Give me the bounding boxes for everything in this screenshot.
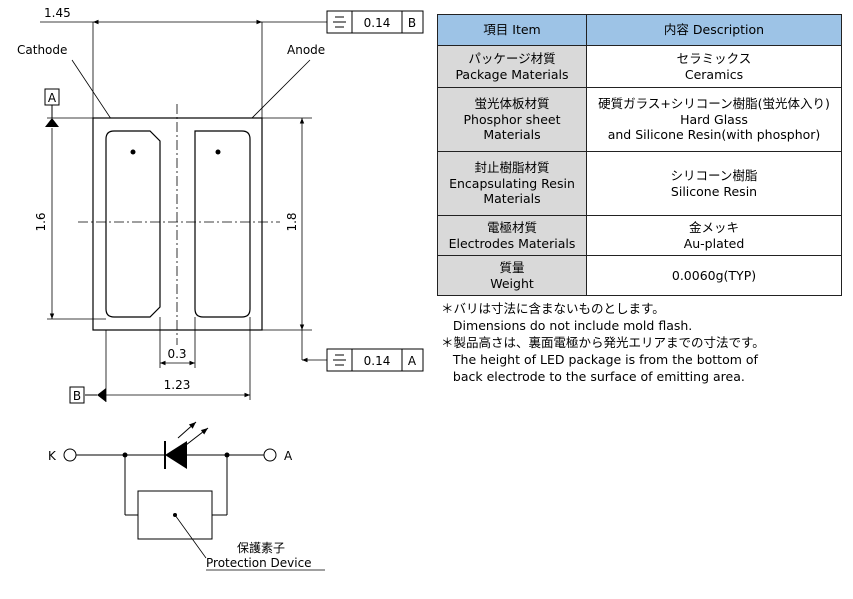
datum-a: A (44, 88, 60, 127)
row-value: 0.0060g(TYP) (586, 255, 842, 296)
note-line: ＊製品高さは、裏面電極から発光エリアまでの寸法です。 (441, 335, 765, 350)
cathode-label: Cathode (17, 43, 67, 57)
dim-gap-label: 0.3 (167, 347, 186, 361)
circuit-schematic: K A 保護素子 Protection Device (48, 421, 325, 571)
tolerance-frame-bottom: 0.14 A (301, 330, 424, 372)
dim-height-left: 1.6 (34, 117, 106, 320)
notes: ＊バリは寸法に含まないものとします。 Dimensions do not inc… (441, 300, 765, 385)
datum-b: B (69, 330, 107, 404)
protection-jp-label: 保護素子 (237, 540, 285, 555)
note-line: ＊バリは寸法に含まないものとします。 (441, 301, 665, 316)
dim-height-right-label: 1.8 (285, 212, 299, 231)
table-header-row: 項目 Item 内容 Description (437, 14, 842, 46)
circuit-a-label: A (284, 449, 293, 463)
cathode-pad (105, 130, 161, 318)
note-line: Dimensions do not include mold flash. (441, 318, 693, 333)
led-diode-icon (164, 421, 209, 469)
flatness-icon (333, 16, 346, 28)
protection-en-label: Protection Device (206, 556, 312, 570)
anode-label: Anode (287, 43, 325, 57)
dim-gap: 0.3 (159, 317, 196, 368)
anode-pad (194, 130, 251, 318)
circuit-k-label: K (48, 449, 57, 463)
dim-top-label: 1.45 (44, 6, 71, 20)
dim-width-label: 1.23 (164, 378, 191, 392)
dim-top: 1.45 (40, 6, 263, 120)
datum-a-label: A (48, 91, 57, 105)
tol-top-value: 0.14 (364, 16, 391, 30)
dim-width: 1.23 (106, 317, 251, 400)
dim-height-left-label: 1.6 (34, 212, 48, 231)
tol-top-ref: B (408, 16, 416, 30)
tol-bottom-ref: A (408, 354, 417, 368)
header-description: 内容 Description (586, 14, 842, 46)
datum-b-label: B (73, 389, 81, 403)
package-outline (78, 104, 280, 345)
dim-height-right: 1.8 (262, 117, 312, 331)
header-item: 項目 Item (437, 14, 587, 46)
tol-bottom-value: 0.14 (364, 354, 391, 368)
tolerance-frame-top: 0.14 B (262, 10, 424, 34)
note-line: The height of LED package is from the bo… (441, 352, 758, 367)
flatness-icon (333, 354, 346, 366)
note-line: back electrode to the surface of emittin… (441, 369, 745, 384)
